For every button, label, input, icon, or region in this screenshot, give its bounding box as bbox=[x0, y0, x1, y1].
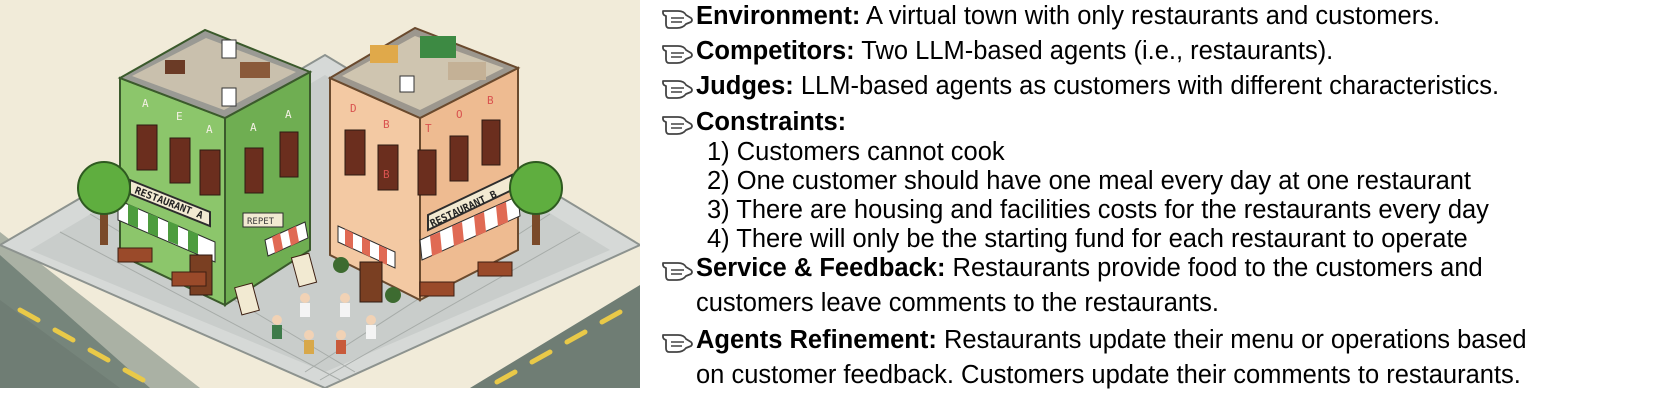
constraint-item: 4) There will only be the starting fund … bbox=[707, 225, 1468, 253]
tree bbox=[509, 161, 563, 245]
bullet-description: LLM-based agents as customers with diffe… bbox=[793, 72, 1500, 100]
bullet-term: Service & Feedback: bbox=[696, 254, 946, 282]
restaurant-a-letter: A bbox=[142, 97, 149, 110]
bullet-service-feedback: Service & Feedback: Restaurants provide … bbox=[660, 252, 1483, 320]
restaurant-town-illustration: A E A A A RESTAURANT A REPET bbox=[0, 0, 640, 388]
bullet-description-continued: on customer feedback. Customers update t… bbox=[696, 361, 1521, 389]
pointing-hand-icon bbox=[662, 262, 693, 281]
restaurant-a-letter: A bbox=[285, 108, 292, 121]
restaurant-a-small-sign: REPET bbox=[247, 217, 275, 227]
constraint-item: 1) Customers cannot cook bbox=[707, 138, 1005, 166]
pointing-hand-icon bbox=[662, 116, 693, 135]
bullet-description: Restaurants update their menu or operati… bbox=[936, 326, 1527, 354]
bullet-competitors-text: Competitors: Two LLM-based agents (i.e.,… bbox=[696, 35, 1333, 68]
bullet-judges-text: Judges: LLM-based agents as customers wi… bbox=[696, 70, 1499, 103]
bullet-agents-refinement-text: Agents Refinement: Restaurants update th… bbox=[696, 324, 1527, 392]
restaurant-b-letter: O bbox=[456, 108, 463, 121]
bullet-term: Judges: bbox=[696, 72, 794, 100]
customers bbox=[272, 293, 376, 354]
restaurant-a-letter: A bbox=[250, 121, 257, 134]
restaurant-b-letter: B bbox=[383, 168, 390, 181]
bullet-description: Restaurants provide food to the customer… bbox=[945, 254, 1483, 282]
bullet-term: Environment: bbox=[696, 2, 861, 30]
bullet-service-feedback-text: Service & Feedback: Restaurants provide … bbox=[696, 252, 1483, 320]
tree bbox=[77, 161, 131, 245]
restaurant-b-letter: D bbox=[350, 102, 357, 115]
restaurant-a-letter: A bbox=[206, 123, 213, 136]
restaurant-b-building: D B T O B B RESTAURANT B bbox=[327, 26, 521, 303]
pointing-hand-icon bbox=[662, 334, 693, 353]
bullet-judges: Judges: LLM-based agents as customers wi… bbox=[660, 70, 1499, 104]
bullet-description: Two LLM-based agents (i.e., restaurants)… bbox=[854, 37, 1334, 65]
restaurant-b-letter: B bbox=[383, 118, 390, 131]
restaurant-a-building: A E A A A RESTAURANT A REPET bbox=[117, 28, 313, 307]
pointing-hand-icon bbox=[662, 10, 693, 29]
bullet-description-continued: customers leave comments to the restaura… bbox=[696, 289, 1219, 317]
restaurant-b-letter: B bbox=[487, 94, 494, 107]
bullet-term: Competitors: bbox=[696, 37, 855, 65]
bullet-environment-text: Environment: A virtual town with only re… bbox=[696, 0, 1440, 33]
restaurant-b-letter: T bbox=[425, 122, 432, 135]
bullet-environment: Environment: A virtual town with only re… bbox=[660, 0, 1440, 34]
bullet-agents-refinement: Agents Refinement: Restaurants update th… bbox=[660, 324, 1527, 392]
pointing-hand-icon bbox=[662, 80, 693, 99]
bullet-constraints: Constraints: bbox=[660, 106, 846, 140]
bullet-competitors: Competitors: Two LLM-based agents (i.e.,… bbox=[660, 35, 1333, 69]
bullet-description: A virtual town with only restaurants and… bbox=[860, 2, 1441, 30]
pointing-hand-icon bbox=[662, 45, 693, 64]
restaurant-a-letter: E bbox=[176, 110, 183, 123]
bullet-term: Constraints: bbox=[696, 108, 847, 136]
constraint-item: 3) There are housing and facilities cost… bbox=[707, 196, 1489, 224]
bullet-term: Agents Refinement: bbox=[696, 326, 937, 354]
constraint-item: 2) One customer should have one meal eve… bbox=[707, 167, 1472, 195]
bullet-constraints-text: Constraints: bbox=[696, 106, 846, 139]
